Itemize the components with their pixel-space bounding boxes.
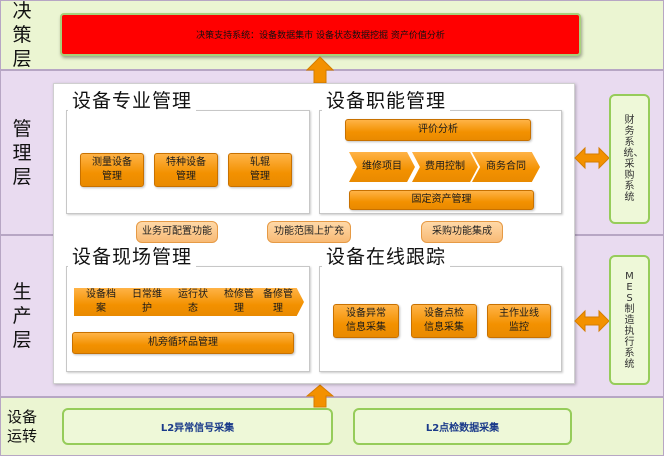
procurement-integration-tag: 采购功能集成: [421, 221, 503, 243]
double-arrow-icon: [574, 146, 610, 170]
evaluation-analysis-box: 评价分析: [345, 119, 531, 141]
roll-management-box: 轧辊管理: [228, 153, 292, 187]
l2-inspection-data-box: L2点检数据采集: [353, 408, 572, 445]
operation-layer-label: 设备运转: [6, 407, 37, 445]
production-layer-label: 生产层: [12, 281, 32, 351]
scope-extension-tag: 功能范围上扩充: [267, 221, 351, 243]
up-arrow-icon: [306, 56, 334, 84]
main-line-monitor-box: 主作业线监控: [487, 304, 551, 338]
decision-support-box: 决策支持系统：设备数据集市 设备状态数据挖掘 资产价值分析: [60, 13, 581, 56]
decision-support-text: 决策支持系统：设备数据集市 设备状态数据挖掘 资产价值分析: [196, 31, 445, 41]
decision-layer-label: 决策层: [12, 0, 32, 70]
functional-management-title: 设备职能管理: [322, 89, 451, 113]
mes-system-box: MES制造执行系统: [609, 255, 650, 385]
fixed-assets-box: 固定资产管理: [349, 190, 534, 210]
field-flow-step: 备修管理: [252, 288, 304, 316]
online-tracking-title: 设备在线跟踪: [322, 245, 451, 269]
l2-abnormal-signal-box: L2异常信号采集: [62, 408, 333, 445]
field-management-title: 设备现场管理: [68, 245, 197, 269]
double-arrow-icon: [574, 309, 610, 333]
measuring-equipment-box: 测量设备管理: [80, 153, 144, 187]
special-equipment-box: 特种设备管理: [154, 153, 218, 187]
abnormal-info-box: 设备异常信息采集: [333, 304, 399, 338]
field-flow-step: 日常维护: [120, 288, 174, 316]
field-management-panel: [66, 266, 310, 372]
flow-step: 商务合同: [472, 152, 540, 182]
field-flow-step: 运行状态: [166, 288, 220, 316]
professional-management-title: 设备专业管理: [68, 89, 197, 113]
flow-step: 维修项目: [349, 152, 415, 182]
inspection-info-box: 设备点检信息采集: [411, 304, 477, 338]
machine-side-items-box: 机旁循环品管理: [72, 332, 294, 354]
flow-step: 费用控制: [412, 152, 478, 182]
up-arrow-icon: [306, 384, 334, 408]
finance-procurement-system-box: 财务系统、采购系统: [609, 94, 650, 224]
configurable-function-tag: 业务可配置功能: [136, 221, 218, 243]
field-flow-step: 设备档案: [74, 288, 128, 316]
management-layer-label: 管理层: [12, 117, 32, 188]
